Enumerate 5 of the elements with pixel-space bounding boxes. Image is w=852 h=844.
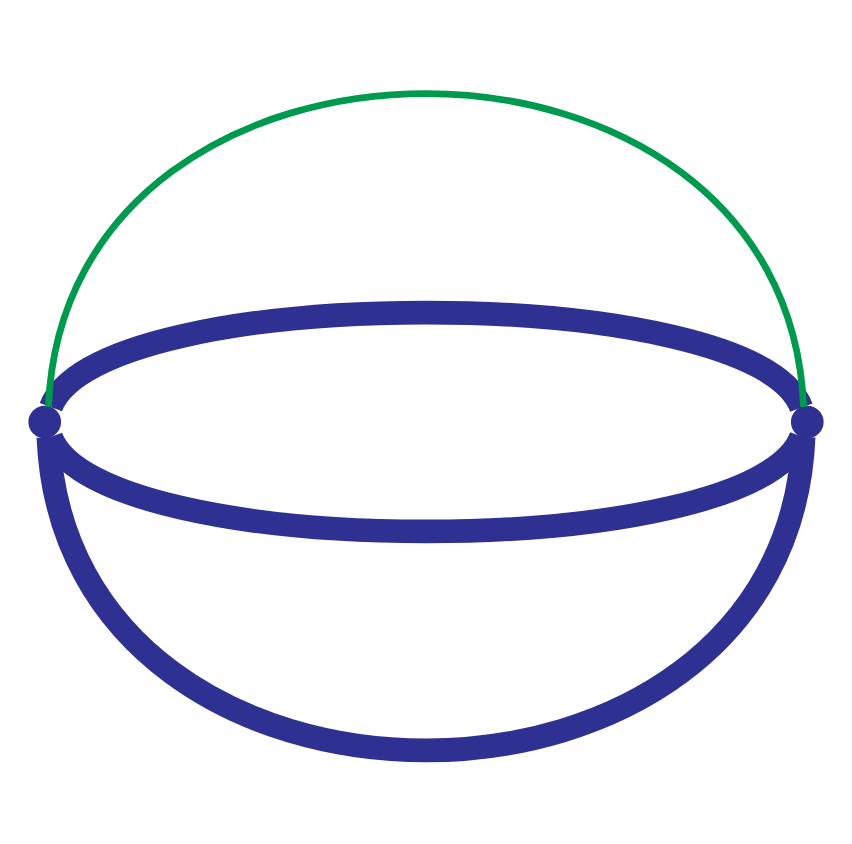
connector (45, 90, 807, 408)
connector (41, 300, 811, 416)
connector (36, 434, 816, 762)
node-point (28, 405, 62, 439)
node-point (790, 405, 824, 439)
